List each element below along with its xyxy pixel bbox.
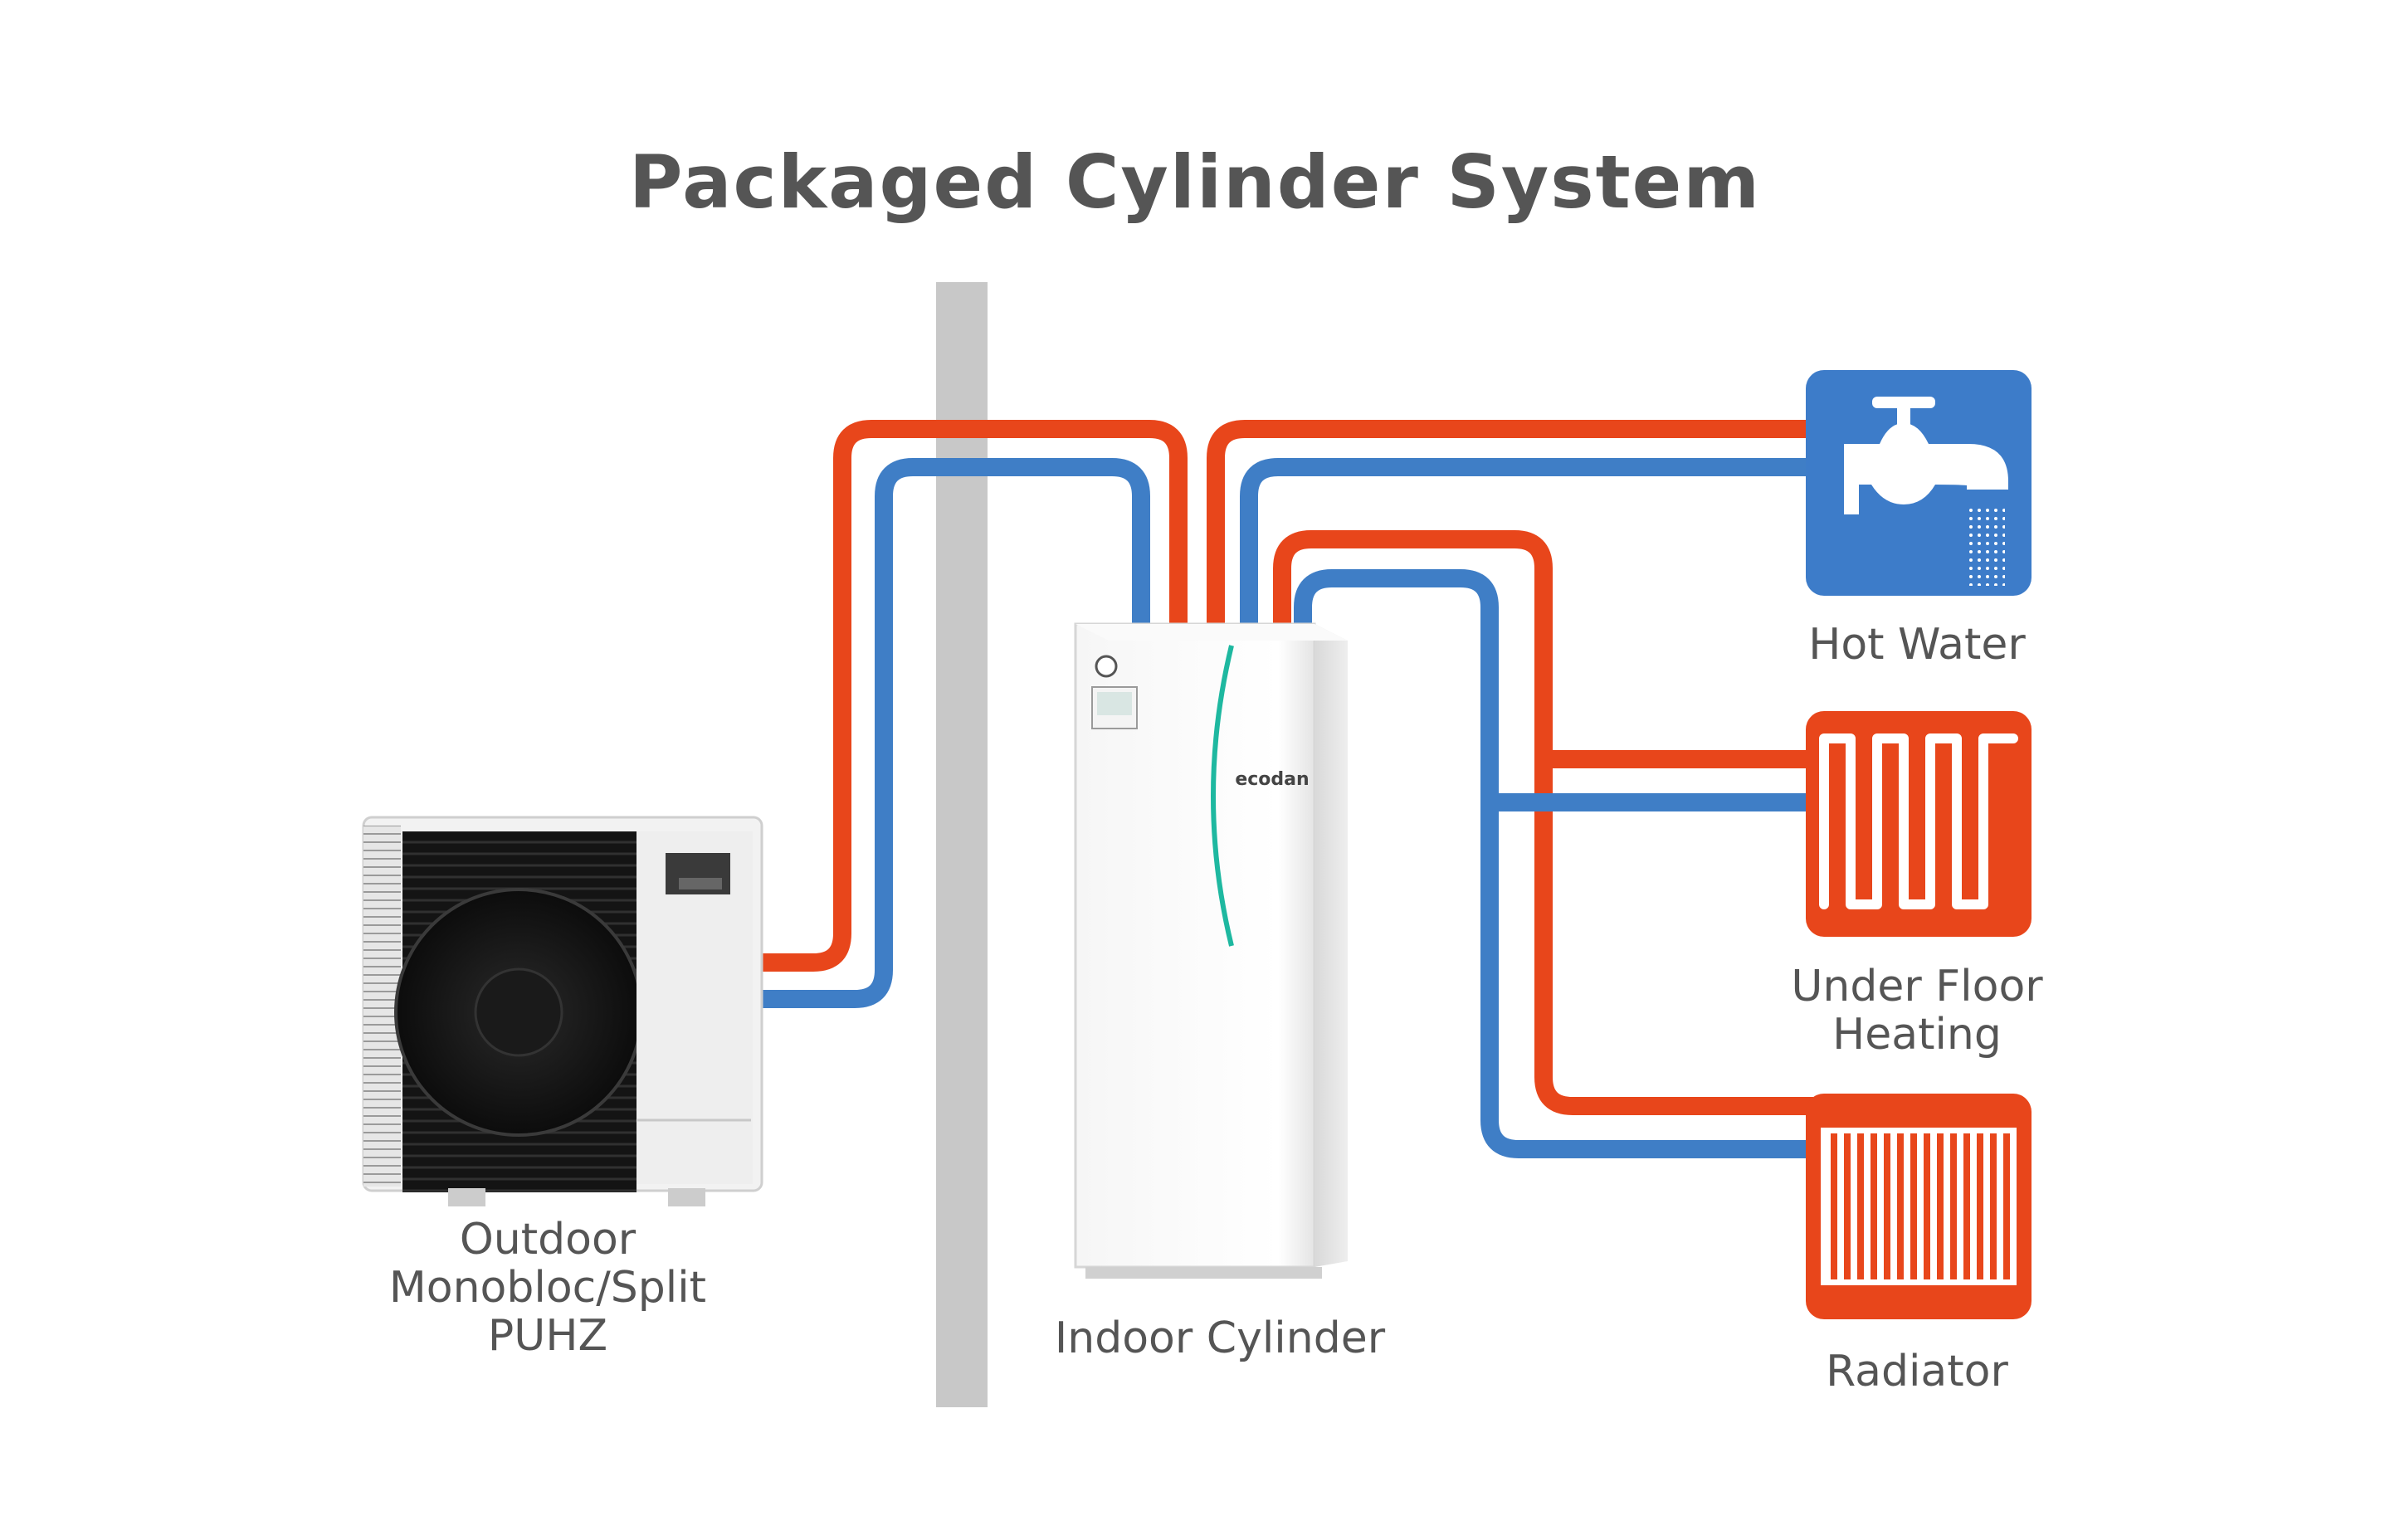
underfloor-unit [1806,711,2032,937]
radiator-bar [1937,1133,1944,1279]
underfloor-tile [1806,711,2032,937]
gauge-icon [1095,655,1118,678]
hot-water-label: Hot Water [1808,620,2026,670]
hot-water-flow-pipe [1207,420,1813,631]
heating-flow-pipe [1273,530,1813,1115]
hot-water-pipes [1207,420,1813,631]
heating-return-pipe [1294,569,1813,1158]
radiator-bar [1884,1133,1890,1279]
cylinder-brand: ecodan [1235,769,1309,790]
ecodan-swoosh [1211,645,1234,947]
tap-icon [1844,397,2008,514]
outdoor-return-pipe [759,458,1150,1008]
radiator-bar [1871,1133,1877,1279]
outdoor-flow-pipe [759,420,1188,972]
radiator-bar [1910,1133,1917,1279]
underfloor-label: Under Floor Heating [1726,962,2108,1059]
radiator-bar [1977,1133,1983,1279]
radiator-bar [1844,1133,1851,1279]
outdoor-label-line-3: PUHZ [487,1311,608,1361]
underfloor-label-line-2: Heating [1832,1010,2002,1060]
indoor-cylinder: ecodan [1074,622,1348,1279]
outdoor-label: Outdoor Monobloc/Split PUHZ [365,1216,730,1360]
outdoor-label-line-2: Monobloc/Split [388,1263,707,1313]
heating-pipes [1273,530,1813,1158]
indoor-label: Indoor Cylinder [1054,1313,1386,1363]
radiator-unit [1806,1094,2032,1319]
hot-water-return-pipe [1240,458,1813,631]
radiator-bar [1990,1133,1997,1279]
radiator-bar [1831,1133,1837,1279]
radiator-icon [1831,1133,2010,1279]
radiator-label: Radiator [1826,1347,2008,1396]
radiator-bar [1963,1133,1970,1279]
outdoor-label-line-1: Outdoor [459,1215,637,1265]
radiator-bar [2003,1133,2010,1279]
outdoor-pipes [759,420,1188,1008]
radiator-bar [1897,1133,1904,1279]
underfloor-coil-icon [1819,733,2018,909]
radiator-bar [1950,1133,1957,1279]
radiator-bar [1924,1133,1930,1279]
outdoor-unit [362,816,763,1206]
wall [936,282,988,1407]
water-spray [1967,506,2005,586]
underfloor-label-line-1: Under Floor [1791,962,2043,1011]
page-title: Packaged Cylinder System [628,139,1762,225]
hot-water-unit [1806,370,2032,596]
radiator-bar [1857,1133,1864,1279]
